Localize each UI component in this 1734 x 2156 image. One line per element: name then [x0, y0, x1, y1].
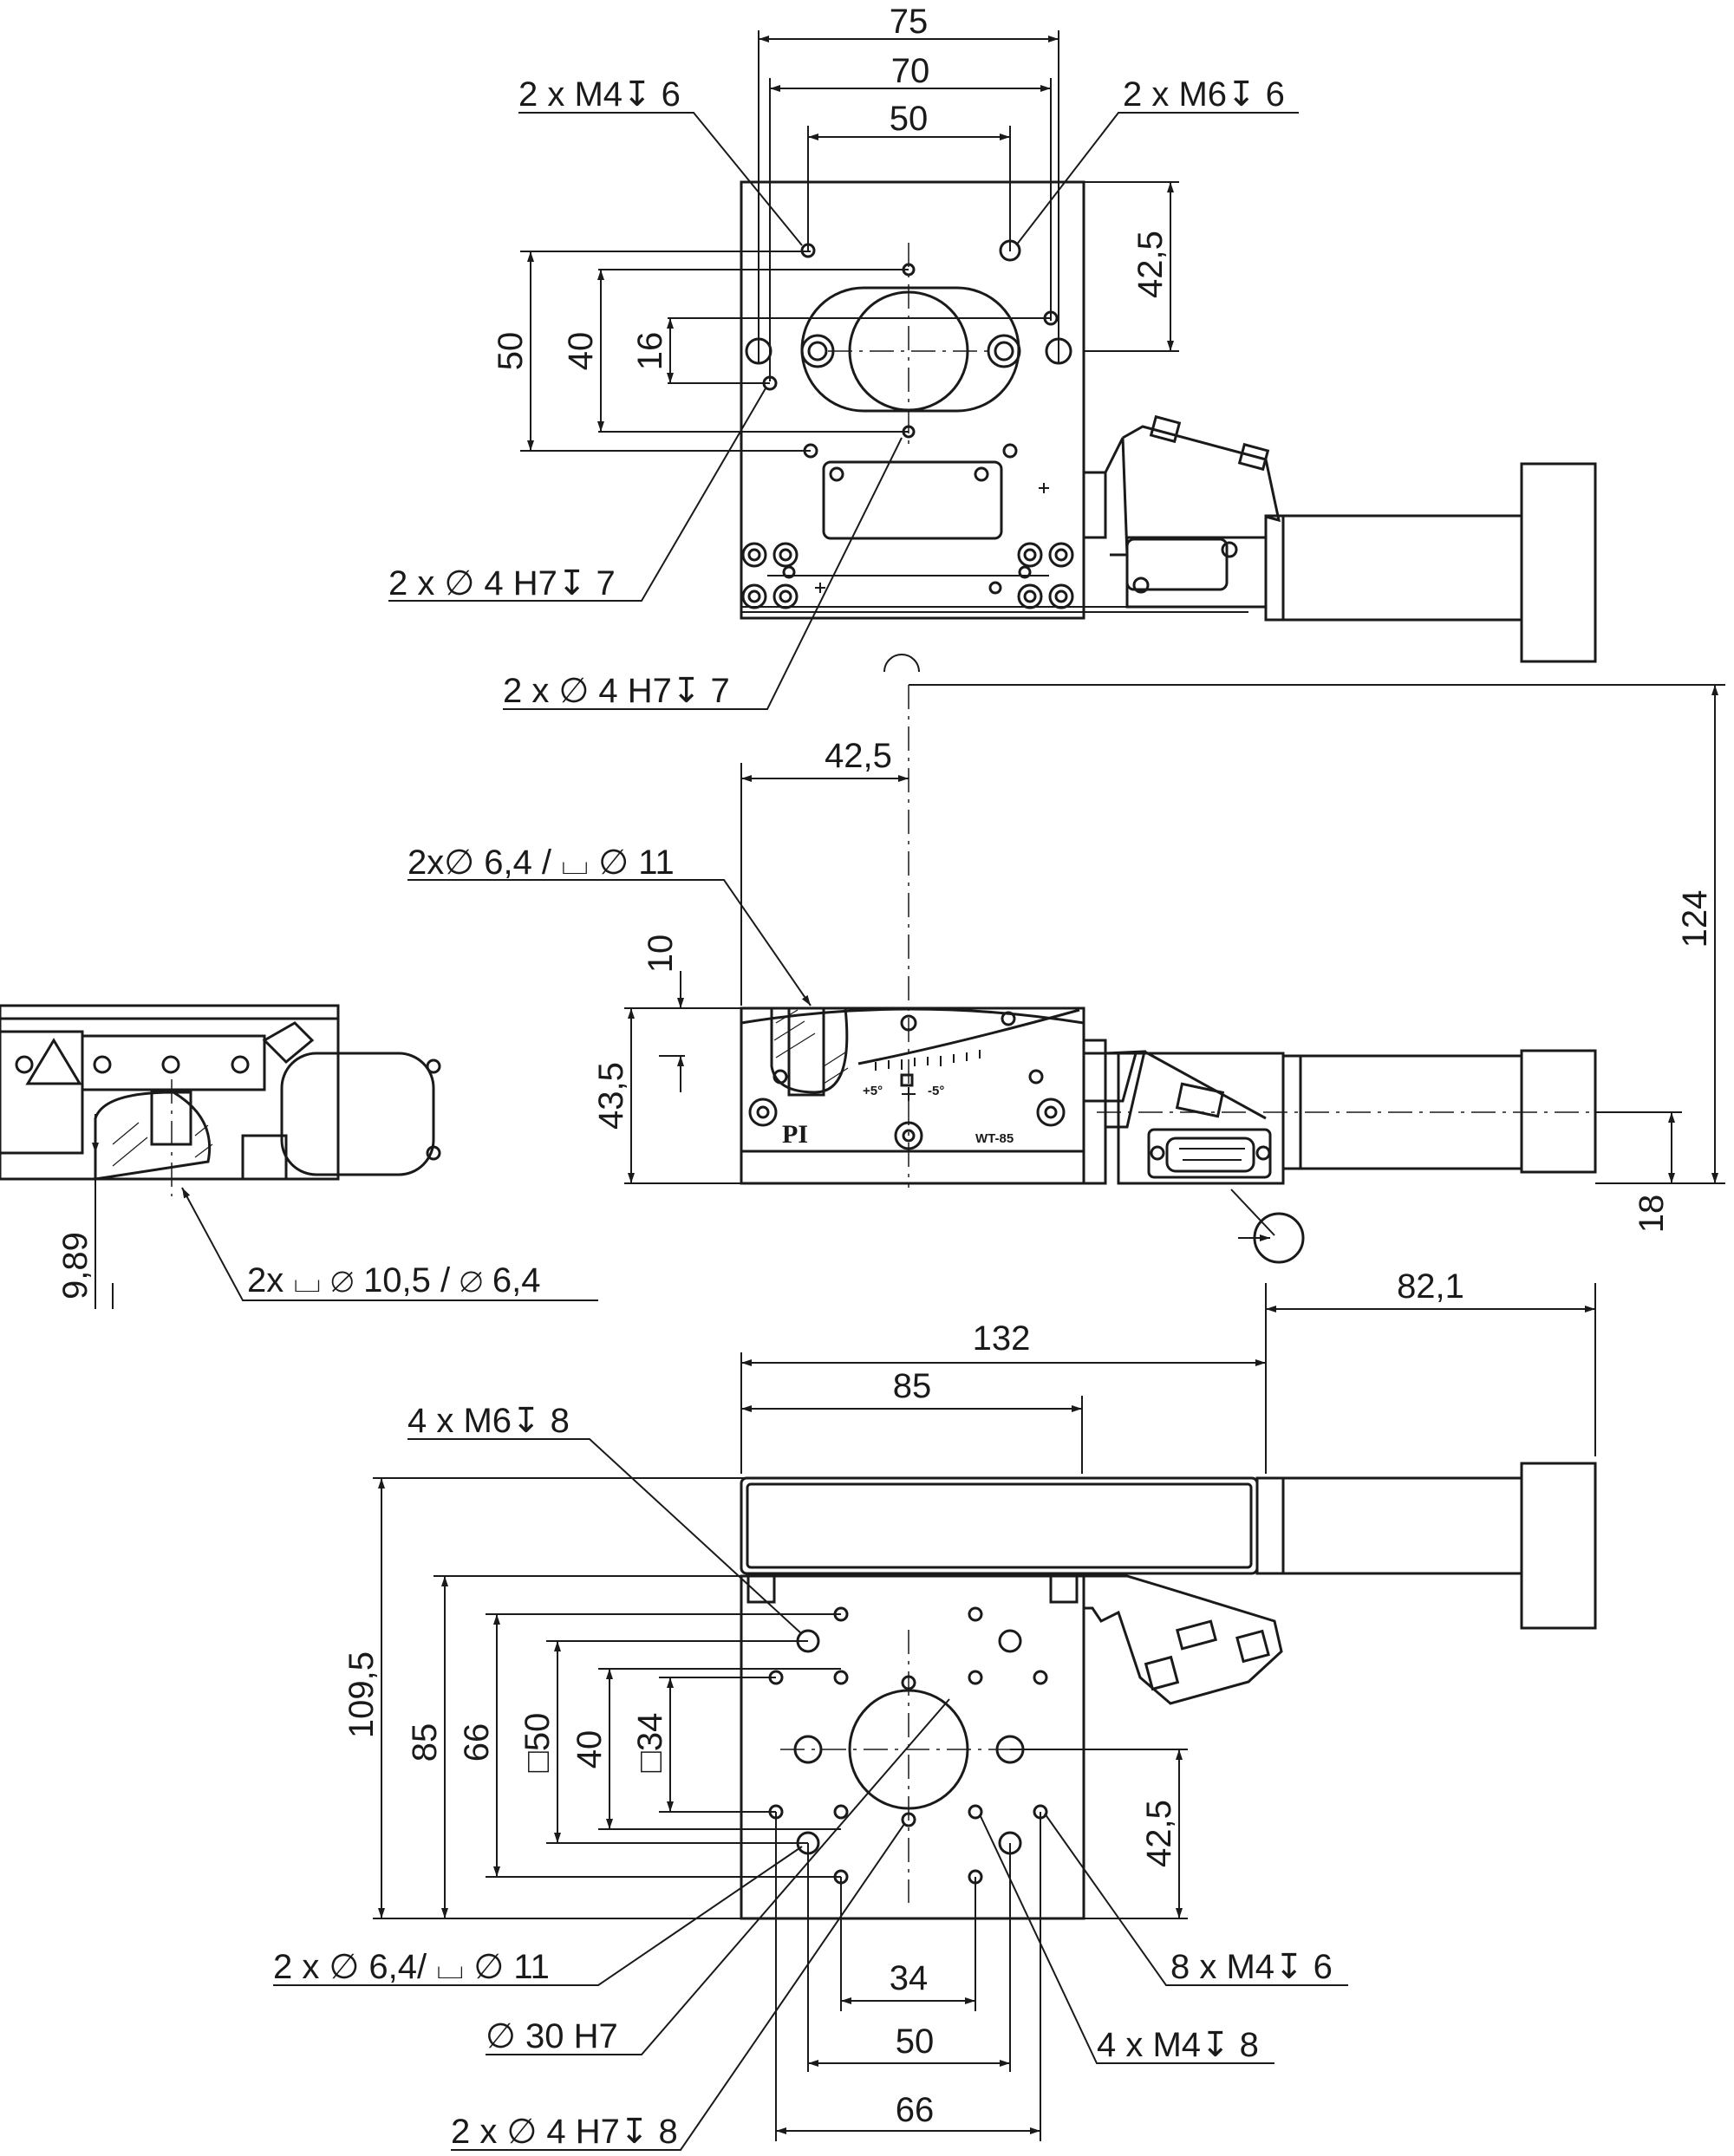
note-m4-6-bottom: 8 x M4↧ 6	[1170, 1948, 1333, 1986]
note-cbore-front: 2x∅ 6,4 / ⌴ ∅ 11	[407, 844, 675, 882]
note-m6-8: 4 x M6↧ 8	[407, 1402, 570, 1440]
dim-40-bottom: 40	[570, 1730, 609, 1769]
top-slot	[800, 286, 1020, 413]
top-center-bore	[848, 290, 969, 412]
front-view: +5° -5° PI WT-85	[740, 1006, 1673, 1264]
dim-70: 70	[891, 52, 930, 90]
dim-sq50: □50	[518, 1713, 557, 1773]
top-stage-body	[740, 180, 1085, 620]
dim-40-left: 40	[562, 332, 600, 371]
note-bore30: ∅ 30 H7	[486, 2017, 618, 2055]
dim-124: 124	[1676, 890, 1714, 948]
front-model: WT-85	[975, 1131, 1014, 1146]
bottom-carriage	[740, 1476, 1259, 1575]
dim-85-bottom: 85	[893, 1367, 932, 1405]
dim-16: 16	[631, 332, 669, 371]
note-m6-6: 2 x M6↧ 6	[1123, 75, 1285, 114]
dim-9-89: 9,89	[56, 1232, 95, 1299]
dim-85-left: 85	[406, 1723, 444, 1762]
dim-42-5-top: 42,5	[1131, 231, 1170, 298]
note-m4-6: 2 x M4↧ 6	[518, 75, 681, 114]
dim-109-5: 109,5	[342, 1651, 381, 1738]
dim-50-top: 50	[890, 100, 929, 138]
scale-minus5: -5°	[928, 1084, 944, 1098]
dim-50-left: 50	[492, 332, 530, 371]
bottom-stage-body	[740, 1574, 1085, 1920]
dim-75: 75	[890, 3, 929, 41]
dim-82-1: 82,1	[1397, 1267, 1464, 1306]
dimension-lines	[92, 30, 1725, 2151]
note-m4-8-bottom: 4 x M4↧ 8	[1097, 2026, 1259, 2064]
dim-42-5-bottom: 42,5	[1140, 1800, 1178, 1867]
note-pin-a: 2 x ∅ 4 H7↧ 7	[388, 564, 616, 603]
dim-18: 18	[1633, 1195, 1671, 1234]
dim-132: 132	[973, 1319, 1031, 1358]
scale-plus5: +5°	[863, 1084, 883, 1098]
dim-66-bottom: 66	[896, 2091, 935, 2129]
dim-34-bottom: 34	[890, 1959, 929, 1997]
note-cbore-side: 2x ⌴ ∅ 10,5 / ∅ 6,4	[247, 1261, 540, 1299]
front-logo: PI	[782, 1120, 808, 1149]
dim-50-bottom: 50	[896, 2022, 935, 2061]
dim-sq34: □34	[631, 1713, 669, 1773]
side-view	[0, 1004, 441, 1196]
note-pin-bottom: 2 x ∅ 4 H7↧ 8	[451, 2113, 678, 2151]
note-pin-b: 2 x ∅ 4 H7↧ 7	[503, 672, 730, 710]
dim-10: 10	[642, 935, 680, 974]
labels: 75 70 50 50 40 16 42,5 2 x M4↧ 6 2 x M6↧…	[56, 3, 1714, 2151]
dim-43-5: 43,5	[592, 1062, 630, 1130]
dim-42-5-front: 42,5	[825, 737, 892, 775]
dim-66-left: 66	[458, 1723, 496, 1762]
center-lines	[780, 243, 1040, 1903]
note-cbore-bottom: 2 x ∅ 6,4/ ⌴ ∅ 11	[273, 1948, 550, 1986]
